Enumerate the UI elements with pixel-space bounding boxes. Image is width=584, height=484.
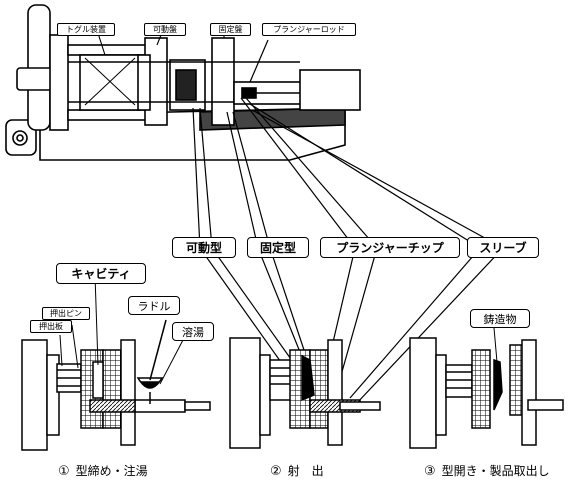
label-ejector-plate: 押出板 xyxy=(30,320,72,333)
label-casting: 鋳造物 xyxy=(470,309,530,328)
caption-step1-number: ① xyxy=(58,464,70,479)
label-molten-metal: 溶湯 xyxy=(172,322,214,341)
caption-step2-number: ② xyxy=(270,464,282,479)
label-cavity: キャビティ xyxy=(56,263,146,284)
step2-drawing xyxy=(229,337,381,449)
caption-step2-text: 射 出 xyxy=(287,464,324,478)
caption-step1: ① 型締め・注湯 xyxy=(58,462,148,479)
caption-step3-text: 型開き・製品取出し xyxy=(441,464,550,478)
label-sleeve: スリーブ xyxy=(467,237,539,258)
label-ladle: ラドル xyxy=(128,296,180,315)
label-fixed-platen: 固定盤 xyxy=(210,23,251,36)
label-plunger-tip: プランジャーチップ xyxy=(320,237,460,258)
caption-step2: ② 射 出 xyxy=(270,462,324,479)
label-plunger-rod: プランジャーロッド xyxy=(262,23,356,36)
step1-drawing xyxy=(21,319,211,451)
caption-step3: ③ 型開き・製品取出し xyxy=(424,462,550,479)
label-ejector-pin: 押出ピン xyxy=(42,307,90,320)
label-moving-platen: 可動盤 xyxy=(144,23,186,36)
label-fixed-die: 固定型 xyxy=(247,237,309,258)
caption-step1-text: 型締め・注湯 xyxy=(75,464,148,478)
step3-drawing xyxy=(409,337,564,449)
label-toggle-unit: トグル装置 xyxy=(57,23,115,36)
label-moving-die: 可動型 xyxy=(172,237,236,258)
caption-step3-number: ③ xyxy=(424,464,436,479)
